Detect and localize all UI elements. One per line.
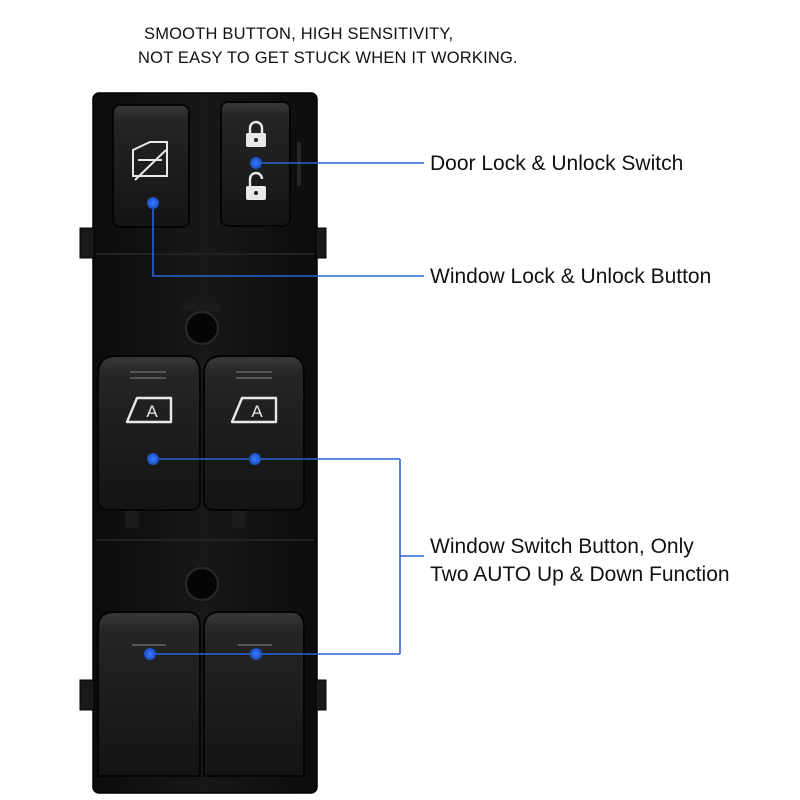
headline: SMOOTH BUTTON, HIGH SENSITIVITY, NOT EAS… xyxy=(138,22,518,70)
mounting-hole-upper xyxy=(185,311,219,345)
marker-door-lock xyxy=(250,157,262,169)
marker-upper-right xyxy=(249,453,261,465)
leader-lines xyxy=(150,162,424,655)
headline-line-1: SMOOTH BUTTON, HIGH SENSITIVITY, xyxy=(144,25,454,43)
callout-door-lock: Door Lock & Unlock Switch xyxy=(430,152,684,175)
marker-window-lock xyxy=(147,197,159,209)
lock-icon xyxy=(246,120,266,147)
window-lock-icon xyxy=(132,141,168,181)
window-switch-lower-left[interactable] xyxy=(97,611,201,777)
auto-icon: A xyxy=(125,396,173,424)
auto-icon: A xyxy=(230,396,278,424)
auto-label-left: A xyxy=(146,402,158,421)
unlock-icon xyxy=(246,171,266,200)
callout-window-lock: Window Lock & Unlock Button xyxy=(430,265,712,288)
marker-upper-left xyxy=(147,453,159,465)
window-switch-lower-right[interactable] xyxy=(203,611,305,777)
callout-window-switch-line-1: Window Switch Button, Only xyxy=(430,535,694,558)
window-lock-button[interactable] xyxy=(112,104,190,228)
window-switch-upper-left[interactable]: A xyxy=(97,355,201,511)
marker-lower-left xyxy=(144,648,156,660)
auto-label-right: A xyxy=(251,402,263,421)
callout-window-switch-line-2: Two AUTO Up & Down Function xyxy=(430,563,730,586)
mounting-hole-lower xyxy=(185,567,219,601)
leader-window-lock xyxy=(152,203,424,277)
marker-lower-right xyxy=(250,648,262,660)
callout-markers xyxy=(144,157,262,660)
window-switch-upper-right[interactable]: A xyxy=(203,355,305,511)
headline-line-2: NOT EASY TO GET STUCK WHEN IT WORKING. xyxy=(138,49,518,67)
